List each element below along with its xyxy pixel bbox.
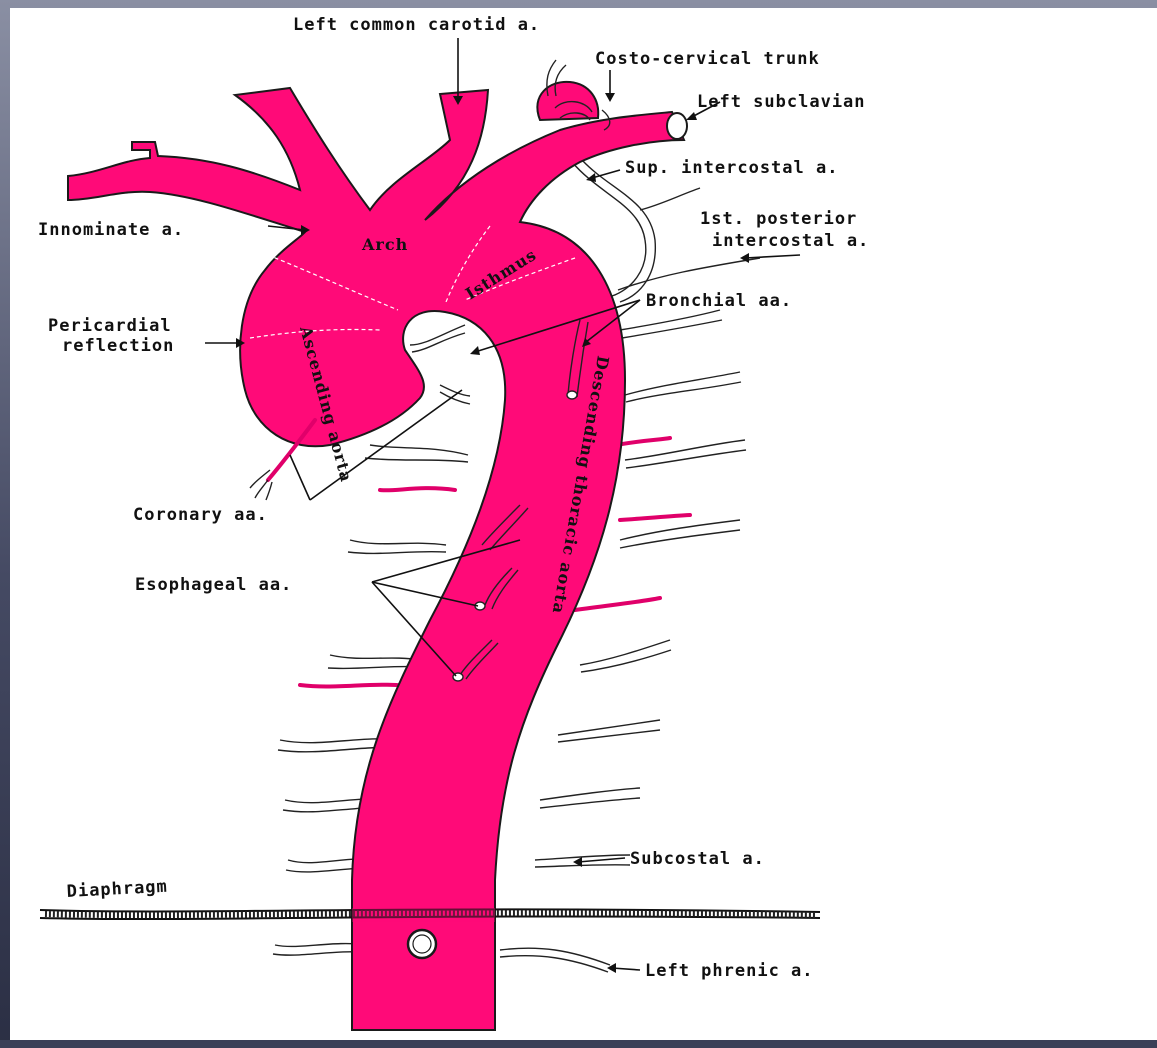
costo-cervical-label: Costo-cervical trunk xyxy=(595,49,820,69)
first-posterior-label-line1: 1st. posterior xyxy=(700,209,857,229)
subcostal-label: Subcostal a. xyxy=(630,849,765,869)
arch-label: Arch xyxy=(361,235,408,254)
diaphragm-label: Diaphragm xyxy=(66,877,168,902)
left-phrenic-label: Left phrenic a. xyxy=(645,961,814,981)
left-subclavian-label: Left subclavian xyxy=(697,92,866,112)
first-posterior-label-line2: intercostal a. xyxy=(712,231,869,251)
innominate-label: Innominate a. xyxy=(38,220,184,240)
left-common-carotid-label: Left common carotid a. xyxy=(293,15,540,35)
pericardial-label-line2: reflection xyxy=(62,336,174,356)
phrenic-ring xyxy=(408,930,436,958)
aorta-over-diaphragm xyxy=(352,908,495,922)
bronchial-label: Bronchial aa. xyxy=(646,291,792,311)
sup-intercostal-label: Sup. intercostal a. xyxy=(625,158,838,178)
esophageal-label: Esophageal aa. xyxy=(135,575,292,595)
coronary-label: Coronary aa. xyxy=(133,505,268,525)
pericardial-label-line1: Pericardial xyxy=(48,316,172,336)
left-subclavian-lumen xyxy=(667,113,687,139)
